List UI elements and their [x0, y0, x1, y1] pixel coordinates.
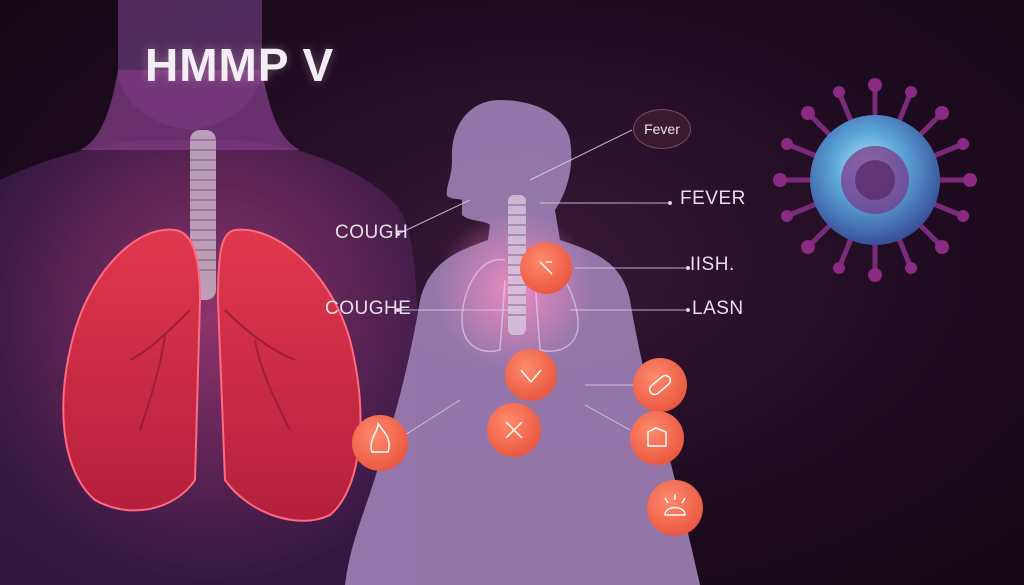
down-arrow-icon: [520, 369, 542, 384]
pill-icon: [648, 374, 672, 396]
fist-icon: [647, 427, 667, 447]
label-cough: COUGH: [335, 222, 409, 243]
symptom-circle: [633, 358, 687, 412]
symptom-circle: [505, 349, 557, 401]
fever-bubble: Fever: [633, 109, 691, 149]
virus-illustration: [773, 78, 977, 282]
label-lasn: LASN: [692, 298, 744, 319]
heart-pulse-icon: [664, 494, 686, 516]
page-title: HMMP V: [145, 39, 335, 91]
symptom-icons: [352, 242, 703, 536]
flame-icon: [370, 421, 390, 453]
breath-icon: [539, 261, 553, 275]
cross-icon: [505, 421, 523, 439]
symptom-circle: [630, 411, 684, 465]
lungs: [62, 228, 362, 522]
symptom-circle: [352, 415, 408, 471]
leader-lines: [397, 129, 688, 436]
label-ish: IISH.: [690, 254, 735, 275]
label-fever: FEVER: [680, 188, 746, 209]
label-coughe: COUGHE: [325, 298, 412, 319]
